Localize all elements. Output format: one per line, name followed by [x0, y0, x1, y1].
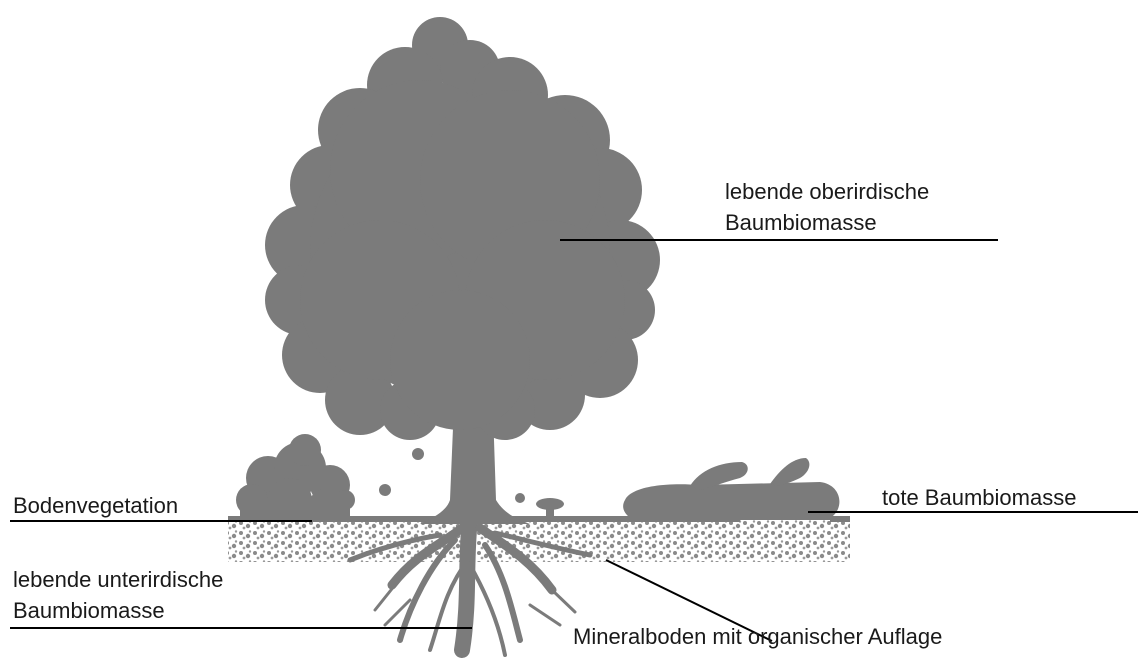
- label-above-ground-line2: Baumbiomasse: [725, 209, 877, 237]
- shrub-silhouette: [236, 434, 355, 522]
- label-below-ground-line2: Baumbiomasse: [13, 597, 165, 625]
- label-below-ground-line1: lebende unterirdische: [13, 566, 223, 594]
- label-ground-vegetation: Bodenvegetation: [13, 492, 178, 520]
- label-mineral-soil: Mineralboden mit organischer Auflage: [573, 623, 942, 651]
- label-dead-wood: tote Baumbiomasse: [882, 484, 1076, 512]
- label-above-ground-line1: lebende oberirdische: [725, 178, 929, 206]
- mushroom-silhouette: [536, 498, 564, 518]
